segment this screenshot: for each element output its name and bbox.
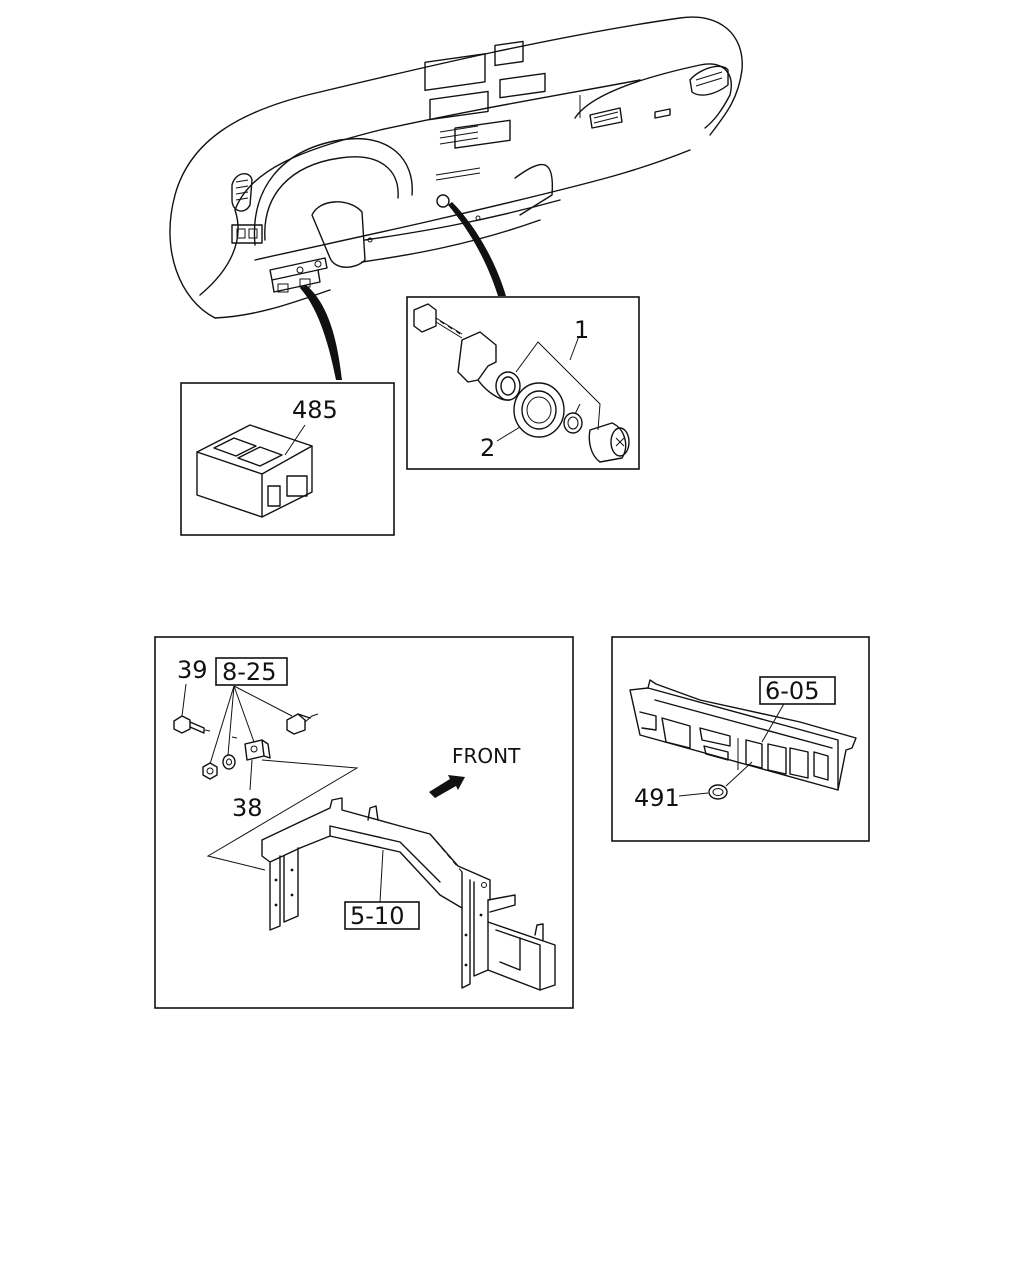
frame-callout: 39 8-25 38 FRONT: [154, 636, 574, 1009]
panel-callout: 6-05 491: [611, 636, 870, 842]
ref-box-5-10: [344, 901, 420, 930]
leader-wedge-control-unit: [300, 285, 342, 380]
control-unit-callout: 485: [180, 382, 395, 536]
ref-box-8-25: [215, 657, 288, 686]
label-6-05: 6-05: [765, 677, 819, 705]
leader-wedge-lighter: [448, 202, 506, 296]
label-485: 485: [292, 396, 338, 424]
dashboard-illustration: [169, 16, 743, 319]
label-39: 39: [177, 656, 208, 684]
label-38: 38: [232, 794, 263, 822]
label-8-25: 8-25: [222, 658, 276, 686]
label-1: 1: [574, 316, 589, 344]
ref-box-6-05: [759, 676, 836, 705]
label-5-10: 5-10: [350, 902, 404, 930]
label-2: 2: [480, 434, 495, 462]
front-arrow-icon: [429, 775, 465, 798]
label-491: 491: [634, 784, 680, 812]
label-front: FRONT: [452, 744, 521, 768]
lighter-callout: 1 2: [406, 296, 640, 470]
